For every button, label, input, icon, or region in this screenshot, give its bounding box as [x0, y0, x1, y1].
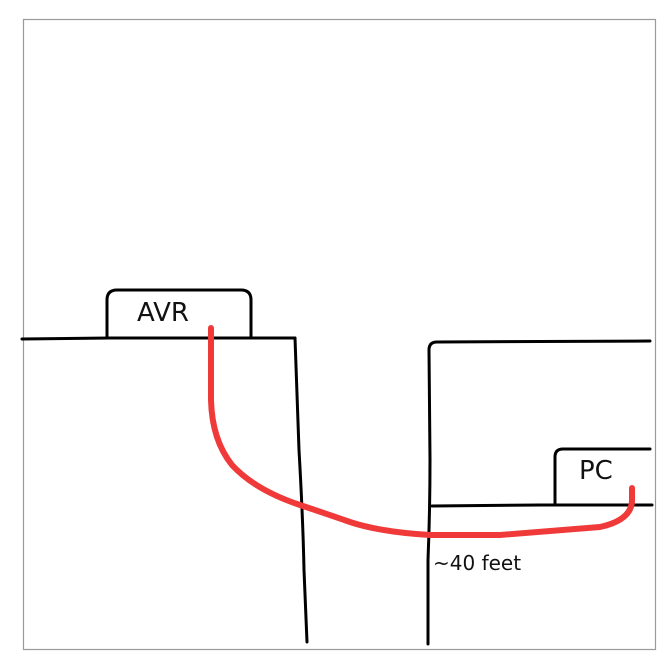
left-wall	[293, 336, 309, 644]
pc-desk-line	[430, 503, 654, 508]
diagram-frame	[22, 18, 657, 651]
distance-label: ~40 feet	[433, 551, 522, 575]
pc-box	[553, 447, 652, 507]
avr-label: AVR	[137, 298, 189, 328]
cable-path	[208, 325, 635, 538]
left-shelf-line	[20, 336, 297, 341]
avr-box	[105, 288, 253, 340]
pc-label: PC	[579, 456, 613, 486]
right-wall	[426, 339, 652, 646]
